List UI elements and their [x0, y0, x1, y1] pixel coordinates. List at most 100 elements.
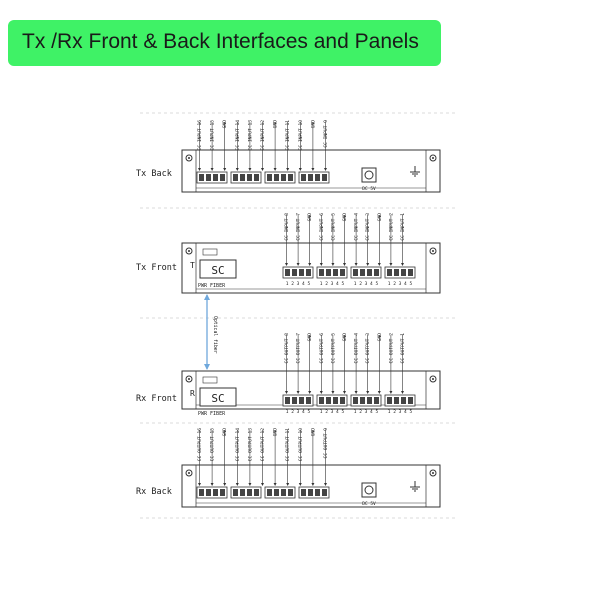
terminal-screw [319, 397, 324, 404]
pin-label: CC INPUT 14 [235, 120, 241, 151]
terminal-screw [306, 397, 311, 404]
terminal-screw [199, 489, 204, 496]
screw-dot [432, 378, 434, 380]
panel-letter: T [190, 261, 195, 270]
screw-dot [188, 157, 190, 159]
pin-label: CC OUTPUT 12 [260, 428, 266, 461]
pin-arrow [298, 168, 302, 171]
terminal-screw [213, 174, 218, 181]
terminal-block [350, 394, 382, 407]
pin-label: CC INPUT 3 [365, 213, 371, 241]
pin-label: CC INPUT 9 [323, 120, 329, 148]
page-title: Tx /Rx Front & Back Interfaces and Panel… [22, 30, 419, 53]
block-numbers: 1 2 3 4 5 [354, 281, 379, 287]
terminal-screw [213, 489, 218, 496]
terminal-screw [220, 489, 225, 496]
pin-arrow [296, 263, 300, 266]
pin-label: CC INPUT 16 [197, 120, 203, 151]
pin-arrow [401, 391, 404, 394]
block-numbers: 1 2 3 4 5 [388, 281, 413, 287]
panel-housing [181, 464, 441, 508]
terminal-screw [401, 397, 406, 404]
pin-arrow [308, 391, 312, 394]
pin-arrow [298, 483, 302, 486]
panel-housing [181, 149, 441, 193]
terminal-screw [247, 489, 252, 496]
screw-dot [188, 378, 190, 380]
terminal-screw [326, 269, 331, 276]
pin-label: GND [222, 120, 228, 129]
terminal-screw [267, 174, 272, 181]
terminal-screw [254, 174, 259, 181]
terminal-screw [267, 489, 272, 496]
screw-dot [432, 472, 434, 474]
pin-label: GND [377, 213, 383, 222]
terminal-screw [233, 489, 238, 496]
terminal-screw [319, 269, 324, 276]
terminal-block [384, 266, 416, 279]
terminal-screw [408, 397, 413, 404]
terminal-screw [387, 269, 392, 276]
panel-label: Tx Back [136, 169, 172, 179]
pin-label: GND [377, 333, 383, 342]
pin-arrow [324, 168, 327, 171]
terminal-screw [394, 269, 399, 276]
pin-arrow [343, 263, 346, 266]
dc-jack [361, 482, 377, 498]
block-numbers: 1 2 3 4 5 [320, 281, 345, 287]
pin-label: CC OUTPUT 9 [323, 428, 329, 459]
pin-label: CC INPUT 1 [400, 213, 406, 241]
fiber-arrow [204, 364, 210, 370]
pin-label: CC INPUT 4 [354, 213, 360, 241]
terminal-screw [353, 269, 358, 276]
pin-label: CC INPUT 11 [285, 120, 291, 151]
terminal-screw [206, 174, 211, 181]
block-numbers: 1 2 3 4 5 [354, 409, 379, 415]
pin-label: CC OUTPUT 3 [365, 333, 371, 364]
terminal-block [298, 171, 330, 184]
block-numbers: 1 2 3 4 5 [286, 409, 311, 415]
pin-label: CC INPUT 12 [260, 120, 266, 151]
pin-arrow [377, 263, 381, 266]
pin-label: CC OUTPUT 4 [354, 333, 360, 364]
terminal-screw [301, 174, 306, 181]
pin-label: CC OUTPUT 13 [247, 428, 253, 461]
pin-label: GND [307, 333, 313, 342]
pin-arrow [235, 168, 239, 171]
terminal-screw [285, 269, 290, 276]
dc-jack-icon [364, 485, 374, 495]
block-numbers: 1 2 3 4 5 [388, 409, 413, 415]
pin-arrow [285, 263, 288, 266]
pin-arrow [319, 263, 323, 266]
terminal-screw [285, 397, 290, 404]
sc-connector [199, 259, 237, 279]
terminal-screw [374, 269, 379, 276]
screw-icon [429, 375, 437, 383]
terminal-screw [274, 489, 279, 496]
panel-letter: R [190, 389, 195, 398]
pin-arrow [273, 483, 277, 486]
sc-connector [199, 387, 237, 407]
title-banner: Tx /Rx Front & Back Interfaces and Panel… [8, 20, 441, 66]
pin-arrow [210, 483, 214, 486]
sc-label: SC [211, 264, 224, 277]
pin-label: CC OUTPUT 2 [388, 333, 394, 364]
terminal-screw [315, 489, 320, 496]
terminal-block [316, 394, 348, 407]
terminal-block [264, 171, 296, 184]
terminal-screw [308, 489, 313, 496]
terminal-block [282, 266, 314, 279]
terminal-screw [353, 397, 358, 404]
terminal-screw [220, 174, 225, 181]
pin-label: CC INPUT 8 [284, 213, 290, 241]
terminal-block [282, 394, 314, 407]
terminal-screw [199, 174, 204, 181]
terminal-screw [288, 489, 293, 496]
screw-dot [432, 250, 434, 252]
pin-arrow [331, 263, 335, 266]
terminal-screw [322, 489, 327, 496]
